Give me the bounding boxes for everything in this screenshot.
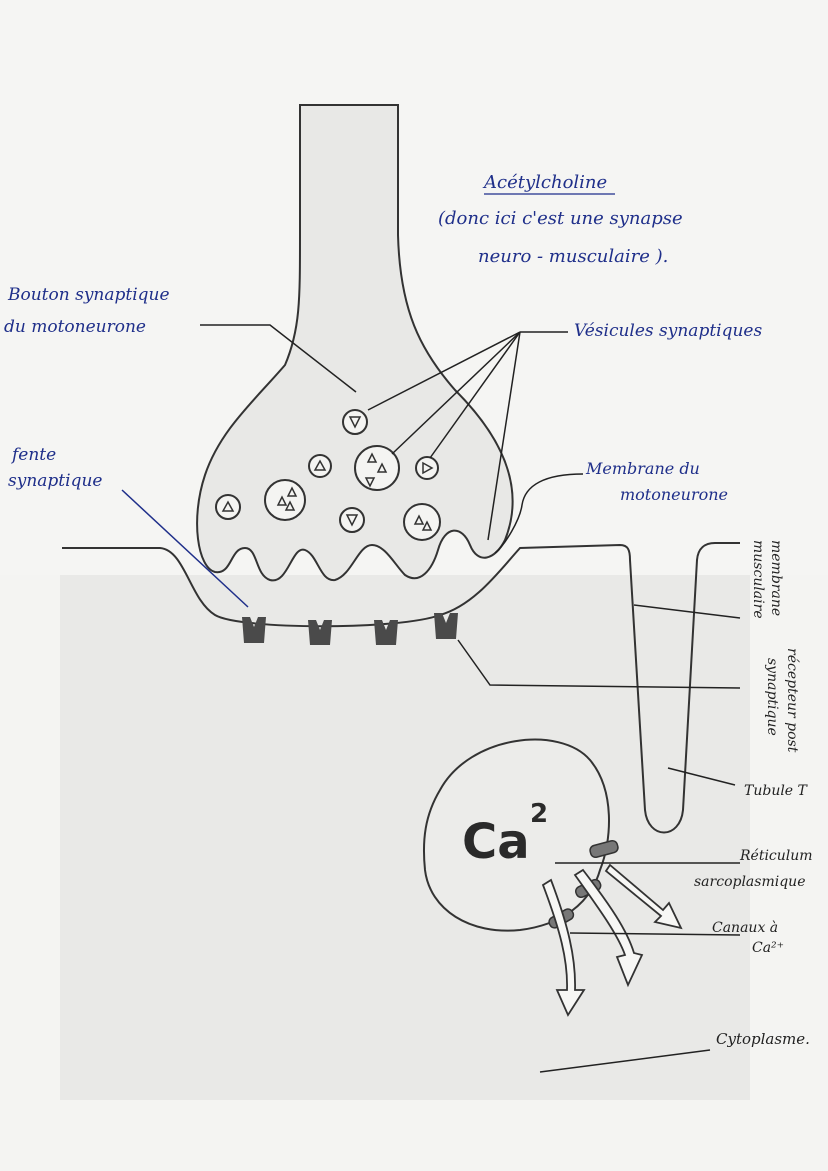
post-synaptic-receptors (242, 613, 458, 645)
ach-13 (421, 520, 433, 531)
leader-membrane-musculaire (633, 604, 741, 619)
leader-canaux (569, 932, 741, 936)
vesicle-2 (308, 454, 332, 478)
label-membrane-motoneurone-line1: Membrane du (585, 459, 700, 478)
ca-channel-1 (589, 839, 619, 859)
label-vesicules: Vésicules synaptiques (574, 321, 762, 341)
label-reticulum-line1: Réticulum (739, 848, 813, 864)
label-recepteur-line2: synaptique (764, 658, 780, 736)
receptor-3 (374, 620, 398, 645)
ca-arrow-2 (573, 868, 644, 988)
leader-bouton (200, 324, 357, 393)
vesicle-1 (342, 409, 368, 435)
receptor-1 (242, 617, 266, 643)
label-fente-line2: synaptique (8, 471, 102, 491)
vesicle-7 (339, 507, 365, 533)
receptor-2 (308, 620, 332, 645)
vesicle-6 (215, 494, 241, 520)
receptor-4 (434, 613, 458, 639)
leader-vesicle-2 (367, 331, 521, 411)
label-fente-line1: fente (10, 445, 56, 465)
ach-8 (286, 486, 298, 497)
label-tubule: Tubule T (744, 783, 809, 799)
vesicle-4 (415, 456, 439, 480)
leader-recepteur (457, 639, 741, 689)
label-membrane-motoneurone-line2: motoneurone (620, 485, 728, 504)
label-cytoplasme: Cytoplasme. (716, 1030, 810, 1048)
label-membrane-musculaire-line2: musculaire (750, 540, 766, 619)
ach-1 (348, 416, 362, 429)
note-acetylcholine: Acétylcholine (482, 172, 607, 193)
leader-fente (121, 489, 249, 608)
label-reticulum-line2: sarcoplasmique (694, 874, 805, 890)
ach-4 (376, 462, 388, 473)
leader-cytoplasme (539, 1049, 711, 1073)
ach-2 (313, 459, 327, 471)
label-bouton-line2: du motoneurone (4, 317, 146, 337)
muscle-membrane (62, 542, 740, 834)
vesicle-5 (264, 479, 306, 521)
note-synapse-line: (donc ici c'est une synapse (438, 208, 683, 229)
label-canaux-line2: Ca²⁺ (752, 940, 784, 956)
synaptic-vesicles (215, 409, 441, 541)
leader-lines (121, 324, 741, 1073)
ca-arrow-3 (541, 878, 586, 1017)
acetylcholine-molecules (221, 416, 434, 531)
paper-lower-shading (60, 575, 750, 1100)
leader-membrane-motoneurone (494, 473, 584, 554)
note-neuromusculaire: neuro - musculaire ). (478, 246, 668, 267)
ach-12 (413, 514, 425, 525)
leader-vesicle-3 (391, 331, 521, 455)
leader-vesicle-4 (429, 331, 521, 459)
leader-vesicle-5 (487, 331, 521, 541)
ca-arrow-1 (604, 863, 683, 930)
ach-5 (364, 477, 376, 488)
ach-3 (366, 452, 378, 463)
calcium-release-arrows (541, 863, 683, 1017)
ach-11 (345, 514, 359, 527)
label-bouton-line1: Bouton synaptique (7, 285, 170, 305)
label-recepteur-line1: récepteur post (784, 648, 800, 753)
label-canaux-line1: Canaux à (712, 920, 778, 936)
calcium-label: Ca (462, 814, 530, 870)
leader-tubule (667, 767, 736, 786)
ach-9 (284, 500, 296, 511)
ach-7 (276, 495, 288, 506)
ach-10 (221, 500, 235, 512)
calcium-exponent: 2 (530, 799, 548, 829)
ach-6 (422, 461, 434, 475)
label-membrane-musculaire-line1: membrane (768, 540, 784, 616)
